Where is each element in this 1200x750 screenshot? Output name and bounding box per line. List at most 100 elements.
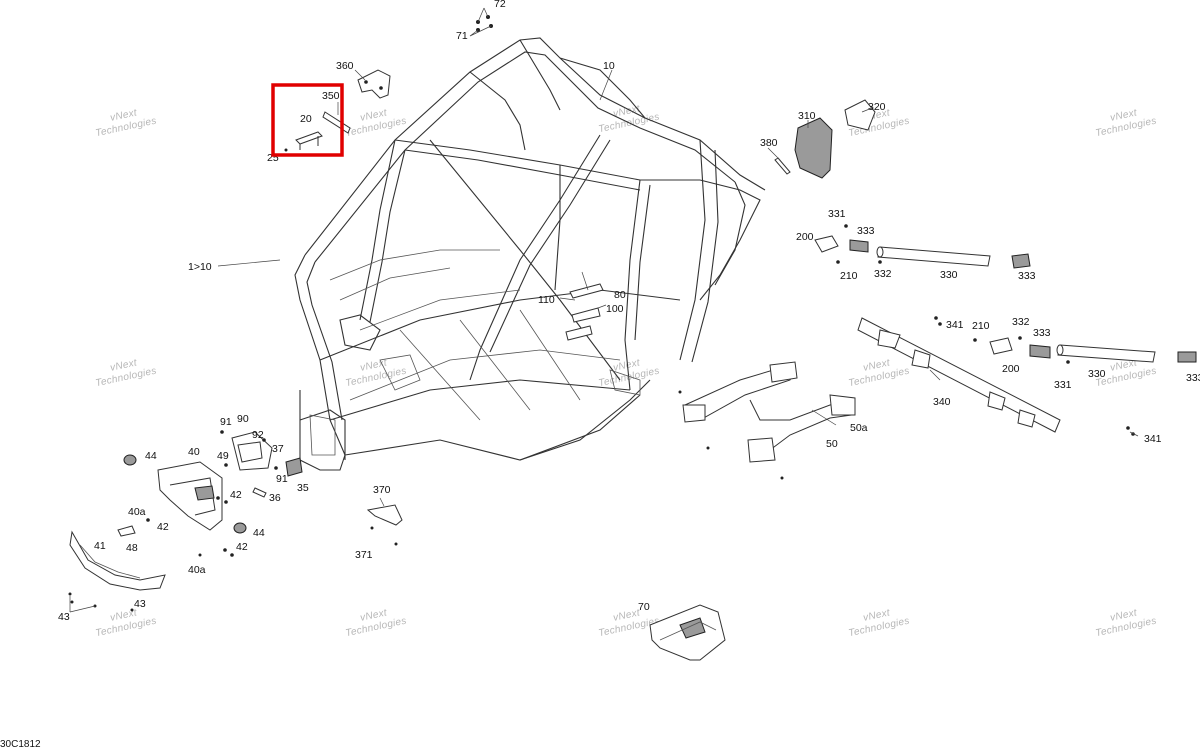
- part-42-lower[interactable]: [198, 548, 234, 557]
- watermark: vNext Technologies: [95, 357, 158, 389]
- part-36-bolt[interactable]: [252, 487, 267, 498]
- part-380-rod[interactable]: [767, 147, 791, 175]
- callout-360: 360: [336, 60, 354, 72]
- callout-40a: 40a: [128, 506, 146, 518]
- highlight-box: [271, 83, 344, 157]
- callout-42: 42: [157, 521, 169, 533]
- callout-48: 48: [126, 542, 138, 554]
- watermark: vNext Technologies: [345, 607, 408, 639]
- part-320-clamp[interactable]: [844, 99, 876, 131]
- part-200-upper-clip[interactable]: [814, 224, 882, 264]
- callout-50: 50: [826, 438, 838, 450]
- callout-92: 92: [252, 429, 264, 441]
- part-330-lower-tube[interactable]: [1056, 344, 1156, 363]
- part-49[interactable]: [224, 463, 228, 467]
- part-310-plate[interactable]: [794, 117, 833, 179]
- part-333-lower-end[interactable]: [1029, 344, 1197, 363]
- part-370-bracket[interactable]: [366, 497, 403, 546]
- callout-210: 210: [840, 270, 858, 282]
- callout-332: 332: [1012, 316, 1030, 328]
- leader-lines: [217, 69, 1139, 437]
- callout-371: 371: [355, 549, 373, 561]
- part-40-bracket[interactable]: [157, 461, 223, 531]
- watermark: vNext Technologies: [1095, 607, 1158, 639]
- callout-40a: 40a: [188, 564, 206, 576]
- parts-91-92[interactable]: [220, 430, 278, 470]
- callout-100: 100: [606, 303, 624, 315]
- callout-43: 43: [58, 611, 70, 623]
- part-42-fasteners[interactable]: [146, 496, 228, 522]
- callout-333: 333: [1018, 270, 1036, 282]
- drawing-code: 30C1812: [0, 739, 41, 750]
- watermark: vNext Technologies: [598, 103, 661, 135]
- callout-210: 210: [972, 320, 990, 332]
- parts-80-100-110[interactable]: [565, 271, 604, 341]
- callout-370: 370: [373, 484, 391, 496]
- callout-330: 330: [1088, 368, 1106, 380]
- callout-200: 200: [1002, 363, 1020, 375]
- callout-36: 36: [269, 492, 281, 504]
- callout-labels: 72 71 360 10 350 20 25 310 320 380 331 3…: [58, 0, 1200, 623]
- callout-71: 71: [456, 30, 468, 42]
- callout-200: 200: [796, 231, 814, 243]
- callout-50a: 50a: [850, 422, 868, 434]
- part-70-housing[interactable]: [649, 604, 726, 661]
- callout-91: 91: [220, 416, 232, 428]
- part-41-skid[interactable]: [69, 530, 166, 591]
- callout-35: 35: [297, 482, 309, 494]
- part-48-clip[interactable]: [117, 525, 136, 537]
- main-frame[interactable]: [294, 37, 766, 471]
- part-330-upper-tube[interactable]: [876, 246, 991, 267]
- callout-40: 40: [188, 446, 200, 458]
- callout-44: 44: [253, 527, 265, 539]
- callout-72: 72: [494, 0, 506, 10]
- callout-42: 42: [230, 489, 242, 501]
- part-44-bushing-upper[interactable]: [123, 454, 137, 466]
- callout-80: 80: [614, 289, 626, 301]
- callout-91: 91: [276, 473, 288, 485]
- callout-341: 341: [1144, 433, 1162, 445]
- part-37-block[interactable]: [285, 457, 303, 477]
- callout-341: 341: [946, 319, 964, 331]
- callout-333: 333: [857, 225, 875, 237]
- callout-333: 333: [1186, 372, 1200, 384]
- part-360-bracket[interactable]: [354, 69, 391, 99]
- part-44-bushing-lower[interactable]: [233, 522, 247, 534]
- callout-25: 25: [267, 152, 279, 164]
- part-50-arm[interactable]: [678, 361, 856, 480]
- watermark: vNext Technologies: [1095, 107, 1158, 139]
- callout-331: 331: [828, 208, 846, 220]
- watermark: vNext Technologies: [95, 107, 158, 139]
- callout-42: 42: [236, 541, 248, 553]
- watermark: vNext Technologies: [95, 607, 158, 639]
- callout-332: 332: [874, 268, 892, 280]
- callout-350: 350: [322, 90, 340, 102]
- callout-110: 110: [538, 294, 555, 306]
- part-340-crossbar[interactable]: [857, 316, 1135, 436]
- callout-37: 37: [272, 443, 284, 455]
- callout-310: 310: [798, 110, 816, 122]
- part-200-lower-clip[interactable]: [973, 336, 1070, 364]
- callout-20: 20: [300, 113, 312, 125]
- callout-49: 49: [217, 450, 229, 462]
- watermark: vNext Technologies: [345, 357, 408, 389]
- callout-331: 331: [1054, 379, 1072, 391]
- part-350-pin[interactable]: [322, 102, 351, 134]
- callout-10: 10: [603, 60, 615, 72]
- callout-1to10: 1>10: [188, 261, 212, 273]
- callout-340: 340: [933, 396, 951, 408]
- watermark: vNext Technologies: [848, 607, 911, 639]
- part-333-upper-end[interactable]: [849, 239, 1031, 269]
- callout-320: 320: [868, 101, 886, 113]
- watermark: vNext Technologies: [848, 357, 911, 389]
- parts-71-72[interactable]: [469, 7, 493, 37]
- callout-380: 380: [760, 137, 778, 149]
- callout-41: 41: [94, 540, 106, 552]
- watermark-layer: vNext Technologies vNext Technologies vN…: [95, 103, 1158, 639]
- callout-90: 90: [237, 413, 249, 425]
- part-90-light-housing[interactable]: [231, 431, 273, 471]
- part-43-screws[interactable]: [68, 592, 134, 613]
- callout-333: 333: [1033, 327, 1051, 339]
- part-20-clip[interactable]: [284, 131, 323, 152]
